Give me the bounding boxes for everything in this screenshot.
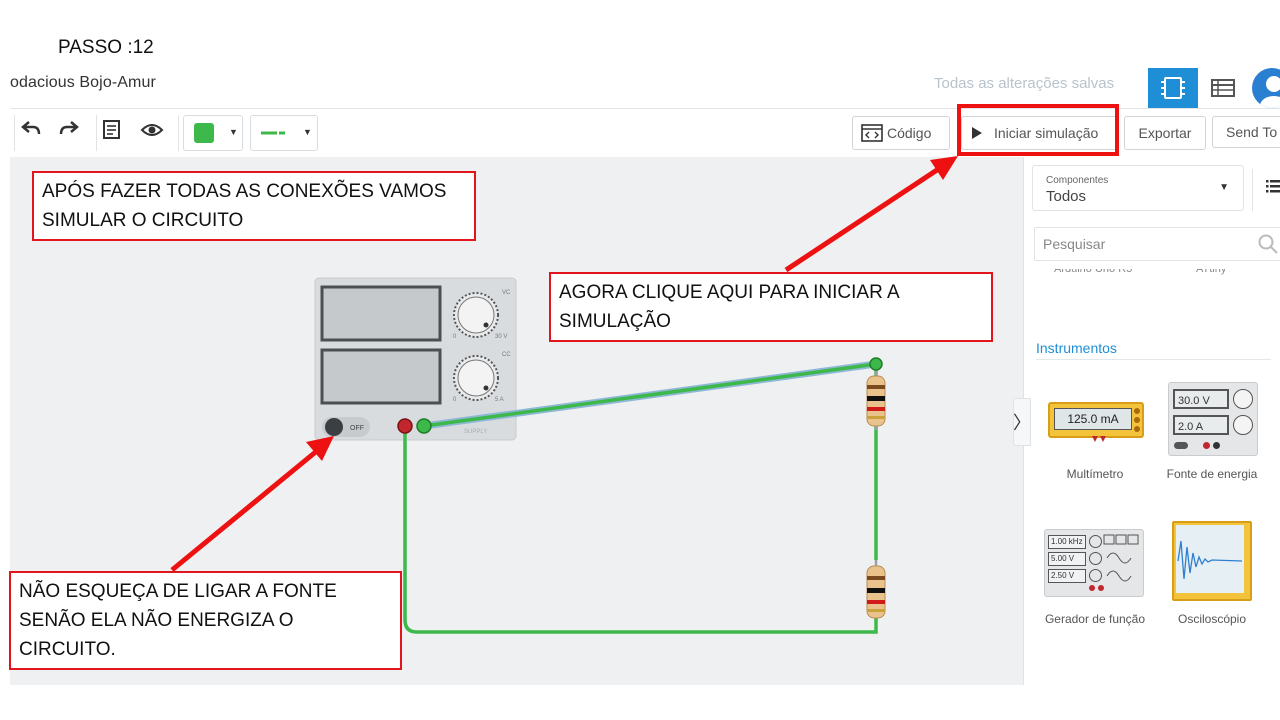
code-button[interactable]: Código — [852, 116, 950, 150]
component-search-input[interactable]: Pesquisar — [1034, 227, 1280, 261]
knob-icon — [1089, 535, 1102, 548]
list-view-button[interactable] — [1198, 68, 1248, 108]
search-placeholder: Pesquisar — [1043, 236, 1106, 252]
multimeter-label: Multímetro — [1066, 467, 1124, 481]
user-avatar-icon[interactable] — [1252, 68, 1280, 108]
function-generator-item[interactable]: 1.00 kHz 5.00 V 2.50 V — [1044, 529, 1144, 597]
start-simulation-button[interactable]: Iniciar simulação — [961, 116, 1117, 150]
toolbar-divider — [14, 115, 15, 151]
function-generator-label: Gerador de função — [1044, 612, 1146, 626]
code-label: Código — [887, 125, 932, 141]
function-generator-offset-readout: 2.50 V — [1048, 569, 1086, 583]
multimeter-port — [1134, 426, 1140, 432]
power-supply-item[interactable]: 30.0 V 2.0 A — [1168, 382, 1258, 456]
power-supply-current-readout: 2.0 A — [1173, 415, 1229, 435]
knob-icon — [1089, 569, 1102, 582]
code-icon — [861, 124, 883, 142]
oscilloscope-item[interactable] — [1172, 521, 1252, 601]
probe-icon — [1092, 436, 1106, 442]
panel-collapse-button[interactable]: 〉 — [1013, 398, 1031, 446]
note-after-connections: APÓS FAZER TODAS AS CONEXÕES VAMOS SIMUL… — [32, 171, 476, 241]
redo-icon — [59, 121, 79, 135]
function-generator-freq-readout: 1.00 kHz — [1048, 535, 1086, 549]
chevron-right-icon: 〉 — [1013, 413, 1031, 433]
undo-button[interactable] — [20, 119, 50, 147]
notes-icon — [103, 120, 120, 139]
redo-button[interactable] — [58, 119, 88, 147]
search-icon — [1258, 234, 1278, 254]
visibility-button[interactable] — [140, 119, 170, 147]
circuit-view-button[interactable] — [1148, 68, 1198, 108]
wire-style-icon — [261, 131, 285, 135]
panel-divider — [1252, 169, 1253, 211]
chevron-down-icon: ▼ — [303, 127, 312, 137]
notes-button[interactable] — [101, 119, 131, 147]
cut-item-label: Arduino Uno R3 — [1054, 263, 1133, 275]
terminal-icon — [1089, 585, 1095, 591]
start-simulation-highlight — [957, 104, 1119, 156]
switch-icon — [1174, 442, 1188, 449]
step-label: PASSO :12 — [58, 37, 154, 58]
circuit-view-icon — [1161, 77, 1185, 99]
send-to-button[interactable]: Send To — [1212, 116, 1280, 148]
chevron-down-icon: ▼ — [1219, 182, 1229, 193]
terminal-icon — [1098, 585, 1104, 591]
save-status: Todas as alterações salvas — [934, 75, 1115, 92]
section-divider — [1036, 359, 1271, 360]
instruments-section-title: Instrumentos — [1036, 340, 1117, 356]
note-turn-on-supply: NÃO ESQUEÇA DE LIGAR A FONTE SENÃO ELA N… — [9, 571, 402, 670]
toolbar-divider — [96, 115, 97, 151]
terminal-icon — [1213, 442, 1220, 449]
multimeter-port — [1134, 417, 1140, 423]
export-label: Exportar — [1138, 125, 1192, 141]
wire-type-picker[interactable]: ▼ — [250, 115, 318, 151]
toolbar-divider — [178, 115, 179, 151]
list-toggle-icon[interactable] — [1264, 177, 1280, 197]
color-swatch — [194, 123, 214, 143]
project-name[interactable]: odacious Bojo-Amur — [10, 74, 156, 91]
terminal-icon — [1203, 442, 1210, 449]
components-small-label: Componentes — [1046, 175, 1109, 186]
chevron-down-icon: ▼ — [229, 127, 238, 137]
components-filter-select[interactable]: Componentes Todos ▼ — [1032, 165, 1244, 211]
knob-icon — [1233, 415, 1253, 435]
knob-icon — [1233, 389, 1253, 409]
send-to-label: Send To — [1226, 124, 1278, 140]
eye-icon — [140, 124, 164, 136]
list-view-icon — [1211, 79, 1235, 97]
start-simulation-label: Iniciar simulação — [994, 125, 1099, 141]
undo-icon — [21, 121, 41, 135]
wire-color-picker[interactable]: ▼ — [183, 115, 243, 151]
components-panel: Componentes Todos ▼ Pesquisar Arduino Un… — [1023, 157, 1280, 685]
note-click-here: AGORA CLIQUE AQUI PARA INICIAR A SIMULAÇ… — [549, 272, 993, 342]
export-button[interactable]: Exportar — [1124, 116, 1206, 150]
waveform-icon — [1103, 534, 1139, 582]
oscilloscope-label: Osciloscópio — [1177, 612, 1247, 626]
multimeter-port — [1134, 408, 1140, 414]
power-supply-label: Fonte de energia — [1166, 467, 1258, 481]
multimeter-readout: 125.0 mA — [1054, 408, 1132, 430]
play-icon — [972, 127, 982, 139]
knob-icon — [1089, 552, 1102, 565]
cut-item-label: ATtiny — [1196, 263, 1227, 275]
components-value: Todos — [1046, 188, 1087, 205]
app-header: odacious Bojo-Amur Todas as alterações s… — [0, 60, 1280, 108]
oscilloscope-screen-icon — [1176, 525, 1244, 593]
function-generator-amp-readout: 5.00 V — [1048, 552, 1086, 566]
multimeter-item[interactable]: 125.0 mA — [1048, 402, 1144, 438]
power-supply-voltage-readout: 30.0 V — [1173, 389, 1229, 409]
